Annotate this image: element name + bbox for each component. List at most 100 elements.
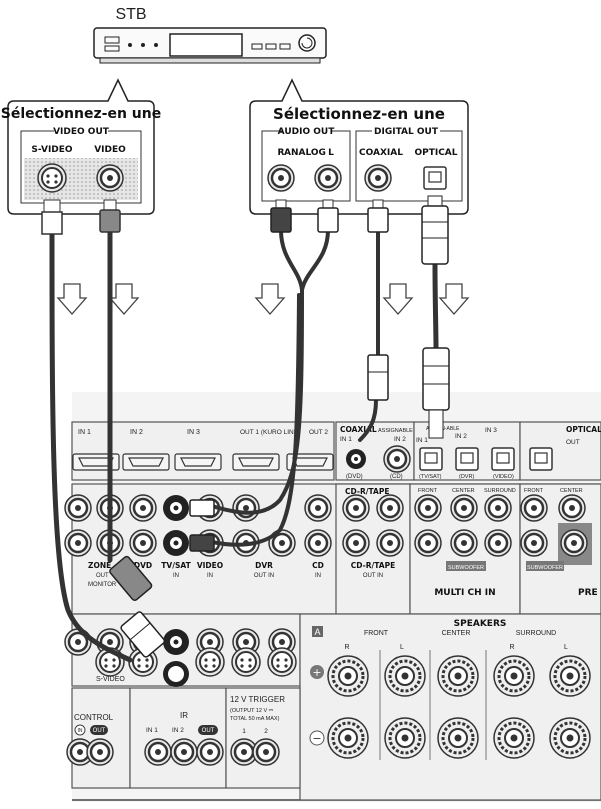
hdmi-in3-label: IN 3 (187, 429, 200, 436)
audio-digital-out-box: Sélectionnez-en une AUDIO OUT R ANALOG L… (249, 78, 469, 215)
control-out-jack (85, 737, 115, 767)
rca-jack (483, 493, 513, 523)
cd-input-label: CD (312, 561, 324, 570)
multi-ch-in-label: MULTI CH IN (434, 588, 495, 598)
trigger-1-label: 1 (242, 728, 246, 735)
plus-icon: + (312, 666, 321, 679)
dvd-input-label: DVD (134, 561, 152, 570)
coaxial-out-jack (363, 163, 393, 193)
trigger-2-label: 2 (264, 728, 268, 735)
audio-out-group: AUDIO OUT (278, 127, 336, 137)
speaker-surround-label: SURROUND (516, 630, 556, 637)
optical-out-jack (423, 166, 447, 190)
trigger-output-label: (OUTPUT 12 V ⎓ (230, 708, 274, 714)
optical-out-port (529, 447, 553, 471)
cdr-tape-input-label: CD-R/TAPE (351, 561, 395, 570)
receiver-rear-panel: IN 1 IN 2 IN 3 OUT 1 (KURO LINK) OUT 2 C… (63, 392, 601, 802)
rca-jack (413, 528, 443, 558)
ir-in1-jack (143, 737, 173, 767)
coaxial-dvd-label: (DVD) (346, 474, 363, 480)
arrow-down-icon (109, 283, 139, 315)
audio-r-label: R (278, 148, 285, 158)
zone-label: ZONE (88, 561, 111, 570)
video-out-jack (95, 163, 125, 193)
rca-jack (449, 493, 479, 523)
hdmi-in1-label: IN 1 (78, 429, 91, 436)
rca-jack (231, 493, 261, 523)
pre-front-label: FRONT (524, 488, 544, 494)
ir-out-jack (195, 737, 225, 767)
cd-in-label: IN (315, 573, 321, 579)
optical-in3-port (491, 447, 515, 471)
speaker-surround-r-label: R (509, 644, 514, 651)
speaker-center-label: CENTER (442, 630, 471, 637)
optical-video-label: (VIDEO) (493, 474, 514, 480)
video-in-label: IN (207, 573, 213, 579)
optical-in1-port (419, 447, 443, 471)
analog-label: ANALOG (284, 148, 326, 158)
coaxial-in2-label: IN 2 (394, 436, 406, 443)
optical-in2-port (455, 447, 479, 471)
cables (49, 227, 439, 663)
coaxial-in2-jack (382, 444, 412, 474)
hdmi-in3-port (174, 453, 222, 471)
coaxial-in1-label: IN 1 (340, 436, 352, 443)
coaxial-label: COAXIAL (359, 148, 403, 158)
rca-jack (449, 528, 479, 558)
multi-surround-label: SURROUND (484, 488, 516, 494)
speaker-surround-l-label: L (564, 644, 568, 651)
rca-jack (341, 528, 371, 558)
tvsat-in-label: IN (173, 573, 179, 579)
zone-monitor-label: MONITOR (88, 582, 117, 588)
audio-r-out-jack (266, 163, 296, 193)
speaker-front-label: FRONT (364, 630, 389, 637)
hdmi-in2-port (122, 453, 170, 471)
speaker-post (326, 654, 370, 698)
dvr-outin-label: OUT IN (254, 573, 274, 579)
minus-icon: − (312, 732, 321, 745)
coaxial-cd-label: (CD) (390, 474, 403, 480)
stb-label: STB (115, 6, 146, 23)
rca-jack (413, 493, 443, 523)
hdmi-in2-label: IN 2 (130, 429, 143, 436)
rca-jack (483, 528, 513, 558)
video-label: VIDEO (94, 145, 126, 155)
speaker-post (326, 716, 370, 760)
speaker-post (548, 716, 592, 760)
video-out-box: Sélectionnez-en une VIDEO OUT S-VIDEO VI… (1, 78, 161, 215)
multi-front-label: FRONT (418, 488, 438, 494)
audio-l-label: L (328, 148, 334, 158)
optical-tvsat-label: (TV/SAT) (419, 474, 442, 480)
hdmi-out1-label: OUT 1 (KURO LINK) (240, 429, 300, 436)
rca-jack (341, 493, 371, 523)
rca-jack (303, 528, 333, 558)
cdr-tape-outin-label: OUT IN (363, 573, 383, 579)
optical-dvr-label: (DVR) (459, 474, 474, 480)
speaker-l-label: L (400, 644, 404, 651)
rca-jack (128, 528, 158, 558)
multi-center-label: CENTER (452, 488, 475, 494)
control-out-label: OUT (93, 728, 106, 734)
trigger-2-jack (251, 737, 281, 767)
optical-label: OPTICAL (414, 148, 457, 158)
speaker-post (383, 654, 427, 698)
pre-out-label: PRE ( (578, 588, 601, 598)
ir-out-label: OUT (202, 728, 215, 734)
pre-subwoofer-label: SUBWOOFER (527, 565, 563, 571)
left-box-title: Sélectionnez-en une (1, 106, 161, 122)
speaker-post (492, 716, 536, 760)
arrow-down-icon (255, 283, 285, 315)
dvr-input-label: DVR (255, 561, 273, 570)
rca-jack (128, 493, 158, 523)
video-input-label: VIDEO (197, 561, 223, 570)
optical-in1-label: IN 1 (416, 437, 428, 444)
speaker-post (436, 716, 480, 760)
right-box-title: Sélectionnez-en une (273, 105, 445, 123)
rca-jack (559, 528, 589, 558)
rca-jack (519, 493, 549, 523)
hdmi-out2-label: OUT 2 (309, 429, 328, 436)
coaxial-assignable-label: ASSIGNABLE (378, 428, 413, 434)
coaxial-in-title: COAXIAL (340, 425, 377, 434)
svideo-label: S-VIDEO (31, 145, 72, 155)
